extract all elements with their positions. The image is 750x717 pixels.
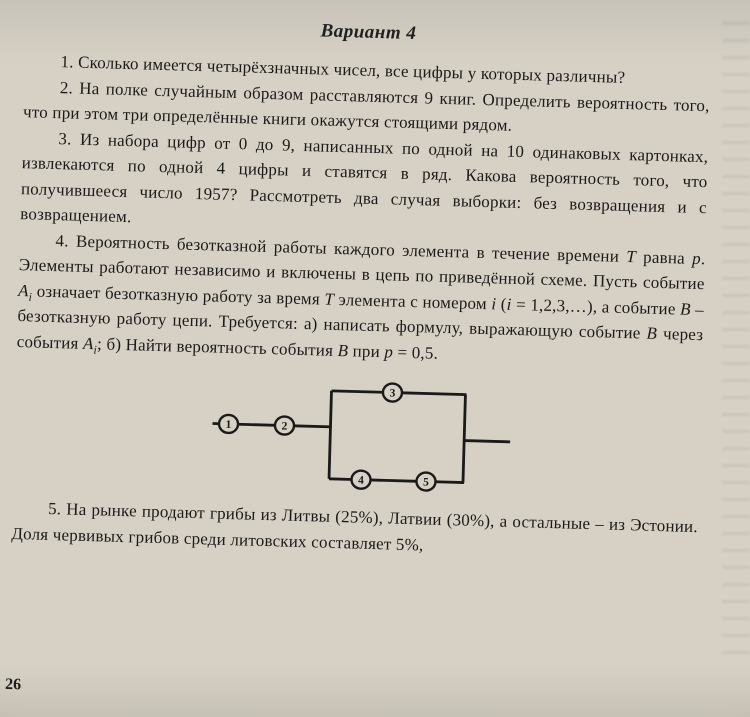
diagram-element-2: 2 (273, 415, 296, 436)
math-symbol: B (337, 340, 349, 360)
diagram-element-4-label: 4 (358, 475, 364, 487)
diagram-element-4: 4 (350, 469, 372, 490)
math-symbol: i (506, 294, 512, 314)
diagram-element-5-label: 5 (423, 476, 429, 488)
diagram-element-3: 3 (381, 382, 404, 403)
diagram-element-2-label: 2 (281, 420, 287, 432)
math-symbol: A (17, 280, 30, 300)
diagram-element-5: 5 (415, 471, 437, 492)
math-symbol: i (28, 289, 33, 304)
problem-paragraph: 3. Из набора цифр от 0 до 9, написанных … (20, 128, 709, 227)
page-title: Вариант 4 (320, 20, 417, 45)
problem-paragraph: 4. Вероятность безотказной работы каждог… (16, 230, 706, 363)
diagram-element-1: 1 (217, 413, 240, 435)
math-symbol: T (626, 246, 637, 266)
diagram-element-3-label: 3 (389, 387, 395, 399)
problem-paragraph: 5. На рынке продают грибы из Литвы (25%)… (11, 498, 699, 554)
circuit-diagram: 1 2 3 4 5 (209, 375, 514, 500)
diagram-wires (212, 389, 511, 484)
math-symbol: i (491, 293, 497, 313)
math-symbol: p (691, 248, 702, 268)
math-symbol: B (646, 323, 658, 343)
math-symbol: i (93, 342, 98, 357)
diagram-element-1-label: 1 (225, 419, 231, 431)
math-symbol: B (679, 299, 691, 319)
problems-list-bottom: 5. На рынке продают грибы из Литвы (25%)… (11, 495, 698, 565)
math-symbol: p (384, 341, 394, 362)
math-symbol: T (324, 289, 335, 309)
problems-list-top: 1. Сколько имеется четырёхзначных чисел,… (16, 48, 710, 373)
circuit-svg: 1 2 3 4 5 (212, 382, 511, 492)
math-symbol: A (82, 333, 94, 353)
page-number: 26 (4, 675, 22, 694)
